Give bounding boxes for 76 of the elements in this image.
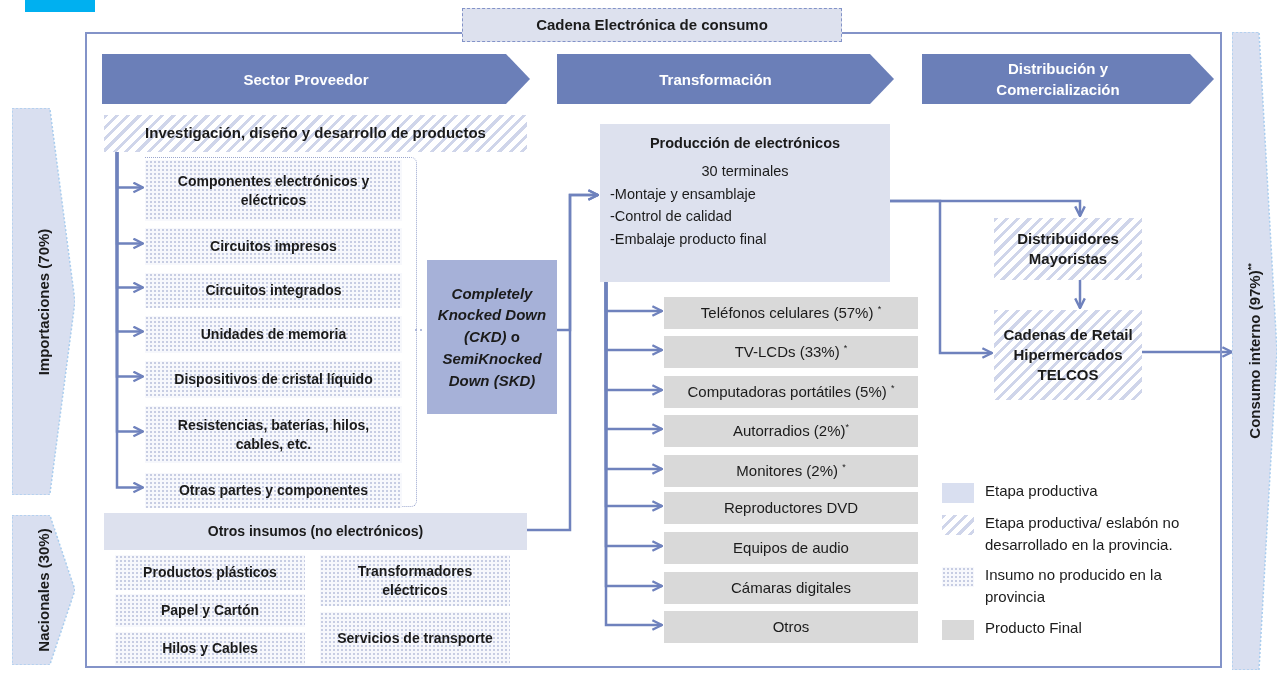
box-label: Distribuidores Mayoristas [1016,228,1120,269]
input-box [115,594,305,627]
box-label: Papel y Cartón [160,601,260,620]
side-label: Nacionales (30%) [33,528,53,652]
product-box [664,376,918,408]
input-box [145,160,402,221]
legend-label: Etapa productiva [985,481,1099,501]
box-label: Circuitos impresos [209,237,338,256]
side-banner [12,515,75,665]
input-box [115,632,305,665]
box-label: Otros insumos (no electrónicos) [207,522,424,541]
box-label: Componentes electrónicos y eléctricos [176,171,371,210]
banner-label: Transformación [659,69,772,90]
input-box [145,473,402,508]
box-label: Transformadores eléctricos [356,561,474,600]
input-box [145,273,402,308]
box-heading: Producción de electrónicos [648,134,842,153]
frame-title: Cadena Electrónica de consumo [462,8,842,42]
input-box [145,406,402,463]
box-label: Monitores (2%) $^{*}$ [736,460,846,481]
box-label: Teléfonos celulares (57%) $^{*}$ [700,302,882,323]
stage-banner [922,54,1214,104]
list-item: -Montaje y ensamblaje [610,184,757,204]
arrow [1074,278,1086,310]
input-box [320,555,510,606]
input-box [145,361,402,398]
box-label: Dispositivos de cristal líquido [173,370,374,389]
legend-label: Producto Final [985,618,1083,638]
box-subtitle: 30 terminales [700,162,790,182]
box-label: Cámaras digitales [730,577,852,598]
banner-label: Distribución y Comercialización [995,59,1121,100]
box-label: Resistencias, baterías, hilos, cables, etc. [176,415,371,454]
product-box [664,532,918,564]
box-label: Otras partes y componentes [177,481,370,500]
stage-banner [102,54,530,104]
box-label: Equipos de audio [733,537,849,558]
box-label: Reproductores DVD [723,497,859,518]
box-label: Computadoras portátiles (5%) $^{*}$ [687,381,895,402]
arrow [115,150,145,494]
box-label: Unidades de memoria [199,325,348,344]
hatched-box [994,310,1142,400]
stage-banner [557,54,894,104]
side-banner [12,108,75,495]
input-box [145,316,402,353]
product-box [664,336,918,368]
side-label: Importaciones (70%) [33,228,53,375]
list-item: -Control de calidad [610,207,733,227]
box-label: Otros [772,616,810,637]
legend-label: Insumo no producido en la provincia [985,565,1163,607]
product-box [664,455,918,487]
product-box [664,611,918,643]
stage-box [600,124,890,282]
hatched-box [994,218,1142,280]
box-label: Autorradios (2%)$^{*}$ [732,420,850,441]
input-box [145,228,402,265]
box-label: Completely Knocked Down (CKD) o SemiKnocked Down (SKD) [436,283,548,391]
kit-box [427,260,557,414]
box-label: Circuitos integrados [204,281,343,300]
box-label: Cadenas de Retail Hipermercados TELCOS [1002,324,1134,386]
box-label: Investigación, diseño y desarrollo de productos [145,123,486,144]
hatched-box [104,115,527,152]
legend-label: Etapa productiva/ eslabón no desarrollado en la provincia. [985,513,1181,555]
input-box [115,555,305,590]
stage-box [104,513,527,550]
product-box [664,415,918,447]
input-box [320,612,510,665]
box-label: Servicios de transporte [336,629,494,648]
box-label: Hilos y Cables [161,639,259,658]
product-box [664,492,918,524]
product-box [664,572,918,604]
banner-label: Sector Proveedor [243,69,369,90]
box-label: TV-LCDs (33%) $^{*}$ [734,341,848,362]
product-box [664,297,918,329]
list-item: -Embalaje producto final [610,229,768,249]
side-banner [1232,32,1277,670]
box-label: Productos plásticos [142,563,278,582]
